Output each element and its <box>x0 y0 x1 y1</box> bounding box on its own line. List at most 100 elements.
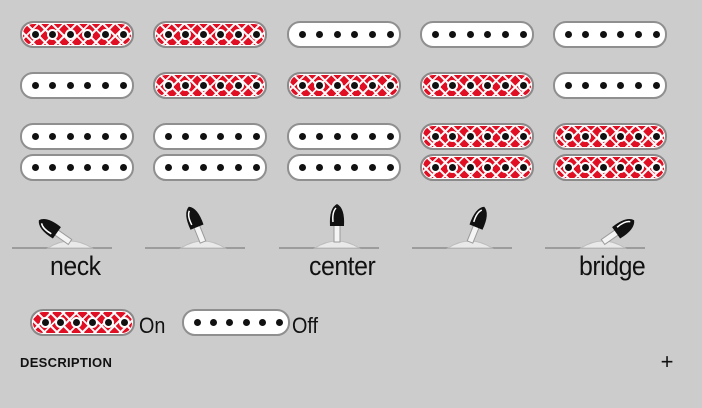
pole-piece <box>316 82 324 89</box>
pole-piece <box>368 31 376 38</box>
pole-piece <box>31 133 39 140</box>
pole-piece <box>41 319 49 326</box>
pole-piece <box>164 133 172 140</box>
pole-piece <box>351 31 359 38</box>
pole-piece <box>484 133 492 140</box>
pole-piece <box>466 164 474 171</box>
pole-piece <box>73 319 81 326</box>
pole-piece <box>466 31 474 38</box>
pole-piece <box>234 133 242 140</box>
pole-piece <box>333 164 341 171</box>
pole-piece <box>182 31 190 38</box>
pole-piece <box>386 31 394 38</box>
pole-piece <box>652 31 660 38</box>
pole-piece <box>582 133 590 140</box>
pole-piece <box>226 319 234 326</box>
pole-piece <box>182 164 190 171</box>
pole-piece <box>501 133 509 140</box>
pole-piece <box>252 31 260 38</box>
pole-piece <box>101 164 109 171</box>
pole-piece <box>234 164 242 171</box>
bridge-coil-upper <box>287 123 401 150</box>
pole-piece <box>66 31 74 38</box>
pole-piece <box>351 133 359 140</box>
pole-piece <box>199 31 207 38</box>
neck-pickup <box>153 21 267 48</box>
pole-piece <box>57 319 65 326</box>
pole-piece <box>164 82 172 89</box>
legend-on-pickup <box>30 309 135 336</box>
pole-piece <box>49 133 57 140</box>
legend-off-pickup <box>182 309 290 336</box>
pole-piece <box>217 82 225 89</box>
pole-piece <box>351 82 359 89</box>
pole-piece <box>209 319 217 326</box>
pole-piece <box>217 133 225 140</box>
description-accordion[interactable]: DESCRIPTION + <box>0 346 702 380</box>
pole-piece <box>599 133 607 140</box>
pole-piece <box>234 31 242 38</box>
pole-piece <box>634 82 642 89</box>
bridge-coil-lower <box>287 154 401 181</box>
switch-lever <box>329 204 345 243</box>
pole-piece <box>252 133 260 140</box>
pole-piece <box>84 31 92 38</box>
neck-pickup <box>20 21 134 48</box>
pole-piece <box>234 82 242 89</box>
pole-piece <box>564 82 572 89</box>
pole-piece <box>431 31 439 38</box>
neck-pickup <box>420 21 534 48</box>
bridge-coil-lower <box>420 154 534 181</box>
pole-piece <box>84 164 92 171</box>
pole-piece <box>634 31 642 38</box>
pole-piece <box>501 164 509 171</box>
selector-switch-icon <box>545 219 645 249</box>
plus-icon[interactable]: + <box>660 349 674 374</box>
pole-piece <box>501 82 509 89</box>
switch-lever <box>186 206 207 244</box>
pole-piece <box>449 82 457 89</box>
pole-piece <box>199 133 207 140</box>
position-label-neck: neck <box>50 251 101 281</box>
pole-piece <box>88 319 96 326</box>
pole-piece <box>182 82 190 89</box>
pole-piece <box>193 319 201 326</box>
pole-piece <box>599 82 607 89</box>
selector-switch-icon <box>145 206 245 249</box>
pole-piece <box>582 31 590 38</box>
pole-piece <box>386 164 394 171</box>
bridge-coil-lower <box>153 154 267 181</box>
pole-piece <box>386 82 394 89</box>
pole-piece <box>259 319 267 326</box>
pole-piece <box>501 31 509 38</box>
pole-piece <box>119 133 127 140</box>
bridge-coil-upper <box>553 123 667 150</box>
pole-piece <box>484 31 492 38</box>
pole-piece <box>298 31 306 38</box>
pole-piece <box>449 164 457 171</box>
pole-piece <box>351 164 359 171</box>
selector-switch-icon <box>279 204 379 249</box>
legend-off-label: Off <box>292 313 319 338</box>
pole-piece <box>582 82 590 89</box>
middle-pickup <box>420 72 534 99</box>
pole-piece <box>386 133 394 140</box>
switch-lever <box>38 219 73 246</box>
pole-piece <box>101 82 109 89</box>
bridge-coil-upper <box>153 123 267 150</box>
position-label-center: center <box>309 251 376 281</box>
pole-piece <box>582 164 590 171</box>
pole-piece <box>31 164 39 171</box>
pole-piece <box>617 82 625 89</box>
pole-piece <box>316 133 324 140</box>
selector-switch-icon <box>412 206 512 249</box>
neck-pickup <box>553 21 667 48</box>
pole-piece <box>66 164 74 171</box>
pole-piece <box>217 164 225 171</box>
position-label-bridge: bridge <box>579 251 646 281</box>
pole-piece <box>164 31 172 38</box>
switch-base <box>46 240 94 249</box>
pole-piece <box>652 133 660 140</box>
bridge-coil-lower <box>553 154 667 181</box>
pole-piece <box>617 31 625 38</box>
